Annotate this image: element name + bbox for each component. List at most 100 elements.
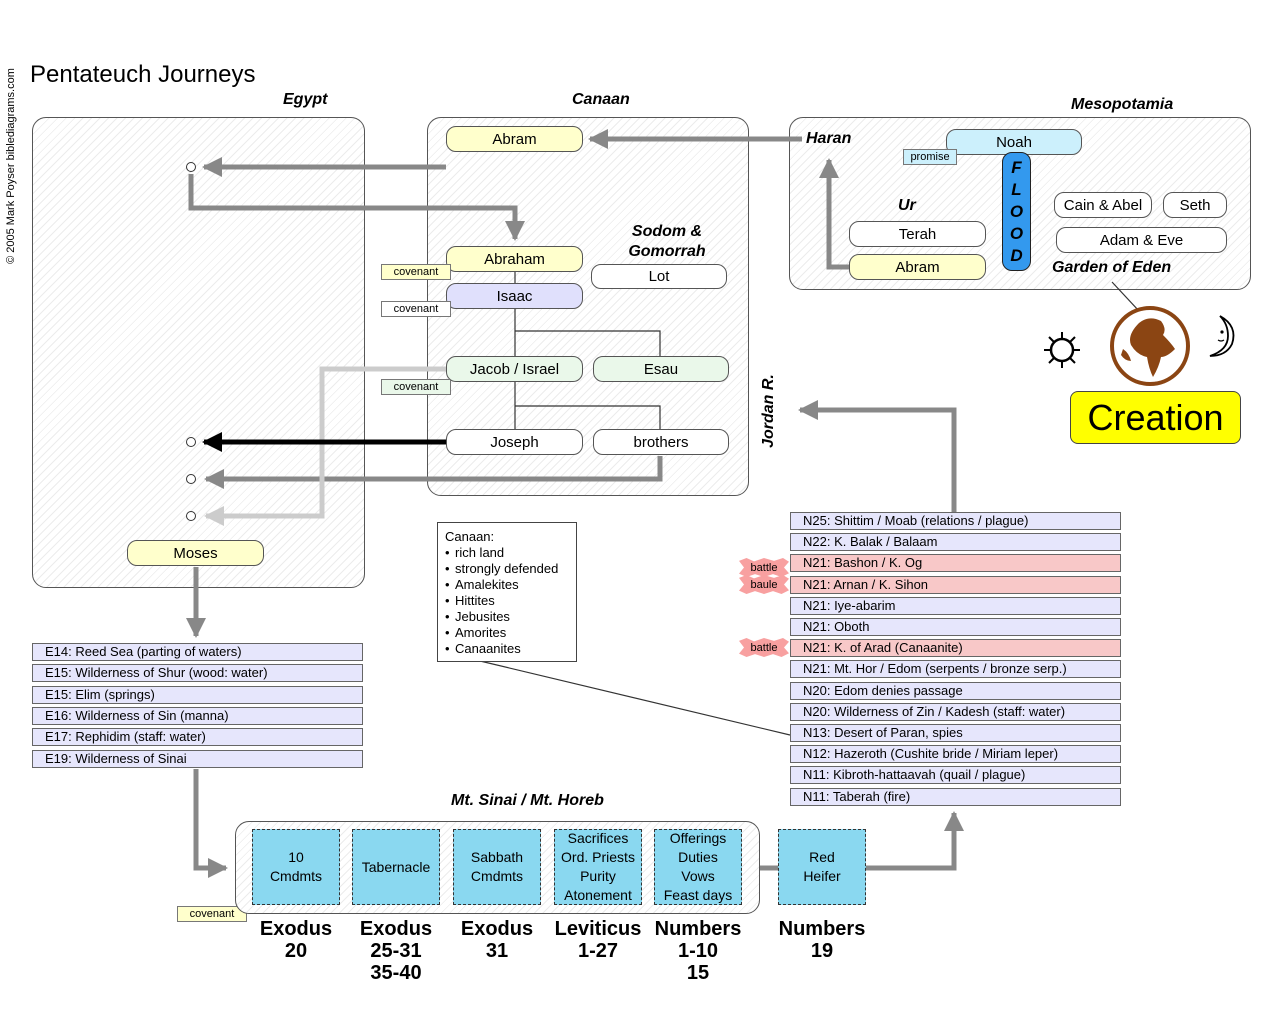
flood-bar: F L O O D <box>1002 152 1031 271</box>
person-adam-eve: Adam & Eve <box>1056 227 1227 253</box>
jordan-river-label: Jordan R. <box>760 374 777 448</box>
book-ref-line: 25-31 <box>370 940 422 962</box>
canaan-note-item: Hittites• <box>445 593 495 608</box>
book-box-text: Tabernacle <box>361 858 431 875</box>
numbers-stop-row: N21: Iye-abarim <box>790 596 1121 615</box>
sodom-label: Sodom & Gomorrah <box>628 223 706 260</box>
numbers-stop-row: N21: Arnan / K. Sihon <box>790 575 1121 594</box>
canaan-note-item: Canaanites• <box>445 641 521 656</box>
numbers-stop-row: N21: K. of Arad (Canaanite) <box>790 639 1121 658</box>
book-red-heifer: Red Heifer <box>778 829 866 905</box>
sun-icon <box>1042 330 1082 370</box>
numbers-stop-row: N11: Taberah (fire) <box>790 787 1121 806</box>
person-esau: Esau <box>593 356 729 382</box>
numbers-stop-row: N21: Bashon / K. Og <box>790 554 1121 573</box>
creation-box: Creation <box>1070 391 1241 444</box>
ur-label: Ur <box>898 197 916 214</box>
moon-icon <box>1202 314 1242 358</box>
person-brothers: brothers <box>593 429 729 455</box>
exodus-stop-row: E15: Wilderness of Shur (wood: water) <box>32 664 363 683</box>
flood-label: F L O O D <box>1009 157 1024 265</box>
region-label-mesopotamia: Mesopotamia <box>1071 96 1174 113</box>
book-ref-line: Leviticus <box>554 918 642 940</box>
exodus-stop-row: E16: Wilderness of Sin (manna) <box>32 706 363 725</box>
exodus-stop-row: E17: Rephidim (staff: water) <box>32 728 363 747</box>
battle-badge-arad: battle <box>739 638 789 657</box>
person-abram-canaan: Abram <box>446 126 583 152</box>
canaan-note-item: Jebusites• <box>445 609 510 624</box>
canaan-note-list: rich land•strongly defended•Amalekites•H… <box>445 545 576 657</box>
bullet-icon: • <box>445 577 450 592</box>
exodus-stop-row: E14: Reed Sea (parting of waters) <box>32 643 363 661</box>
numbers-stop-row: N20: Wilderness of Zin / Kadesh (staff: … <box>790 702 1121 721</box>
canaan-note-item: Amorites• <box>445 625 507 640</box>
book-box-text: Sabbath Cmdmts <box>470 849 524 884</box>
egypt-point-joseph <box>186 437 196 447</box>
bullet-icon: • <box>445 593 450 608</box>
canaan-note-item: Amalekites• <box>445 577 519 592</box>
numbers-stop-row: N25: Shittim / Moab (relations / plague) <box>790 512 1121 530</box>
book-box: Sacrifices Ord. Priests Purity Atonement <box>554 829 642 905</box>
person-cain-abel: Cain & Abel <box>1054 192 1152 218</box>
book-ref-line: Numbers <box>654 918 742 940</box>
numbers-stop-row: N11: Kibroth-hattaavah (quail / plague) <box>790 766 1121 785</box>
person-abram-ur: Abram <box>849 254 986 280</box>
book-ref-line: 15 <box>686 962 710 984</box>
region-egypt <box>32 117 365 588</box>
numbers-stop-row: N21: Oboth <box>790 618 1121 636</box>
covenant-tag-sinai: covenant <box>177 906 247 922</box>
page-title: Pentateuch Journeys <box>30 61 256 88</box>
bullet-icon: • <box>445 641 450 656</box>
person-seth: Seth <box>1163 192 1227 218</box>
book-box-text: 10 Cmdmts <box>269 849 323 884</box>
book-box: 10 Cmdmts <box>252 829 340 905</box>
egypt-point-brothers <box>186 474 196 484</box>
earth-globe-icon <box>1109 305 1191 387</box>
battle-badge-og: battle <box>739 558 789 577</box>
bullet-icon: • <box>445 561 450 576</box>
egypt-point-abram <box>186 162 196 172</box>
canaan-note-item: rich land• <box>445 545 505 560</box>
book-box: Sabbath Cmdmts <box>453 829 541 905</box>
book-ref-line: 35-40 <box>370 962 422 984</box>
book-box: Offerings Duties Vows Feast days <box>654 829 742 905</box>
book-ref-line: 31 <box>485 940 509 962</box>
garden-of-eden-label: Garden of Eden <box>1052 259 1172 276</box>
sinai-label: Mt. Sinai / Mt. Horeb <box>451 792 604 809</box>
exodus-stop-row: E15: Elim (springs) <box>32 685 363 704</box>
person-terah: Terah <box>849 221 986 247</box>
book-box: Tabernacle <box>352 829 440 905</box>
exodus-stop-row: E19: Wilderness of Sinai <box>32 749 363 768</box>
bullet-icon: • <box>445 609 450 624</box>
person-abraham: Abraham <box>446 246 583 272</box>
numbers-stop-row: N22: K. Balak / Balaam <box>790 533 1121 552</box>
book-ref-line: Exodus <box>259 918 333 940</box>
covenant-tag-jacob: covenant <box>381 379 451 395</box>
bullet-icon: • <box>445 545 450 560</box>
person-moses: Moses <box>127 540 264 566</box>
book-ref-red-heifer: Numbers 19 <box>778 918 866 962</box>
canaan-note-item: strongly defended• <box>445 561 559 576</box>
person-lot: Lot <box>591 264 727 289</box>
book-box-text: Sacrifices Ord. Priests Purity Atonement <box>561 830 635 903</box>
numbers-stop-row: N12: Hazeroth (Cushite bride / Miriam le… <box>790 745 1121 764</box>
person-isaac: Isaac <box>446 283 583 309</box>
numbers-stop-row: N21: Mt. Hor / Edom (serpents / bronze s… <box>790 660 1121 679</box>
book-ref-line: 1-10 <box>677 940 719 962</box>
egypt-point-jacob <box>186 511 196 521</box>
haran-label: Haran <box>806 130 852 147</box>
person-jacob: Jacob / Israel <box>446 356 583 382</box>
region-label-egypt: Egypt <box>283 91 328 108</box>
promise-tag: promise <box>903 149 957 165</box>
canaan-note-title: Canaan: <box>445 529 495 544</box>
book-ref-line: Exodus <box>359 918 433 940</box>
book-ref-line: 1-27 <box>577 940 619 962</box>
book-box-text: Offerings Duties Vows Feast days <box>663 830 733 903</box>
